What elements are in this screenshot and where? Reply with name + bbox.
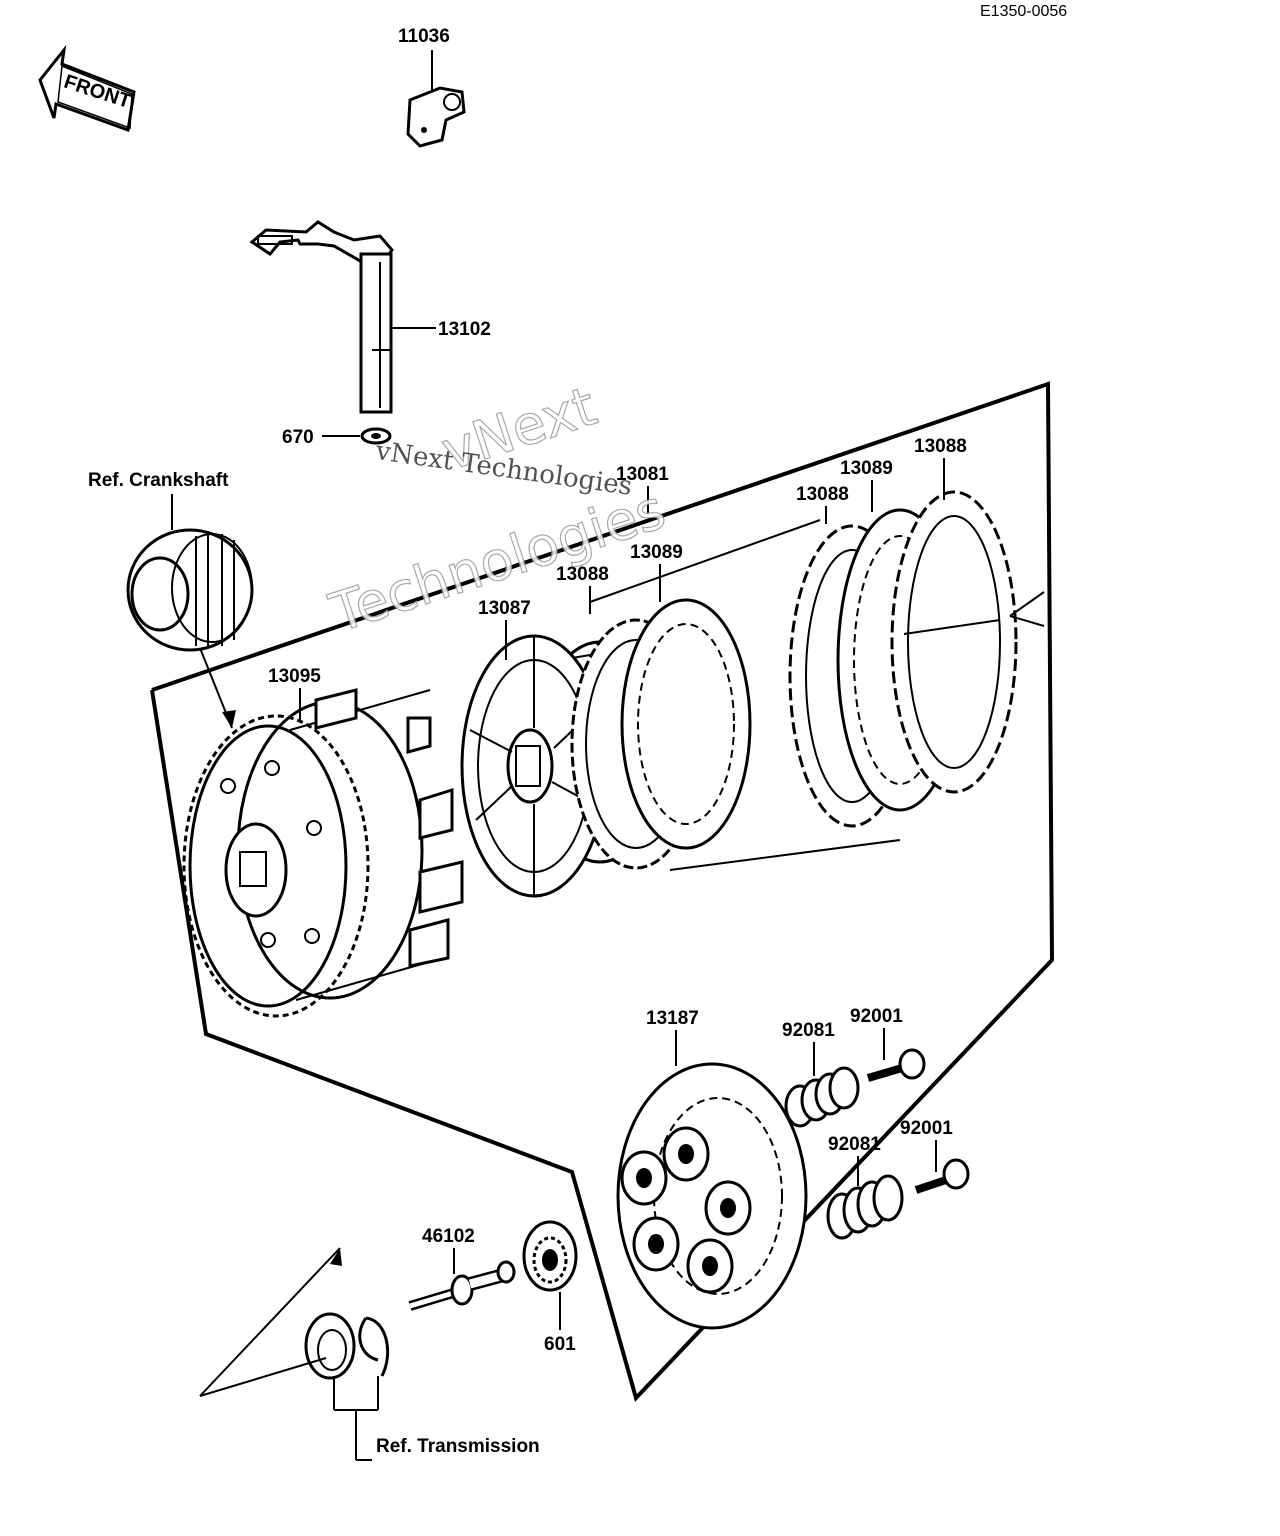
label-92001-upper: 92001 <box>850 1006 903 1027</box>
label-13088-mid: 13088 <box>796 484 849 505</box>
release-shaft-13102 <box>249 220 394 414</box>
bearing-601 <box>522 1220 578 1292</box>
label-11036: 11036 <box>398 26 450 47</box>
clutch-housing-13095 <box>182 688 464 1018</box>
pressure-plate-13187 <box>616 1062 808 1330</box>
diagram-code: E1350-0056 <box>980 3 1067 20</box>
push-rod-46102 <box>408 1260 516 1311</box>
label-13087: 13087 <box>478 598 531 619</box>
bolt-92001-upper <box>866 1048 926 1082</box>
friction-plates-front <box>570 519 901 871</box>
label-92081-lower: 92081 <box>828 1134 881 1155</box>
crankshaft-gear <box>126 528 254 652</box>
label-92001-lower: 92001 <box>900 1118 953 1139</box>
label-13095: 13095 <box>268 666 321 687</box>
label-601: 601 <box>544 1334 576 1355</box>
label-46102: 46102 <box>422 1226 475 1247</box>
label-92081-upper: 92081 <box>782 1020 835 1041</box>
label-13089-rear: 13089 <box>840 458 893 479</box>
spring-92081-upper <box>784 1066 860 1128</box>
label-13088-rear: 13088 <box>914 436 967 457</box>
label-670: 670 <box>282 427 314 448</box>
front-arrow-icon: FRONT <box>38 44 136 133</box>
transmission-rings <box>304 1312 390 1380</box>
watermark-line2: Technologies <box>322 478 672 645</box>
assembly-frame <box>150 381 1055 1402</box>
label-13187: 13187 <box>646 1008 699 1029</box>
label-13081: 13081 <box>616 464 669 485</box>
label-ref-crankshaft: Ref. Crankshaft <box>88 470 229 491</box>
label-13102: 13102 <box>438 319 491 340</box>
label-13089-front: 13089 <box>630 542 683 563</box>
label-ref-transmission: Ref. Transmission <box>376 1436 540 1457</box>
bolt-92001-lower <box>914 1158 970 1194</box>
bracket-11036 <box>406 50 466 148</box>
friction-plates-rear <box>788 490 1045 828</box>
label-13088-front: 13088 <box>556 564 609 585</box>
spring-92081-lower <box>826 1174 904 1240</box>
washer-670 <box>360 427 392 445</box>
